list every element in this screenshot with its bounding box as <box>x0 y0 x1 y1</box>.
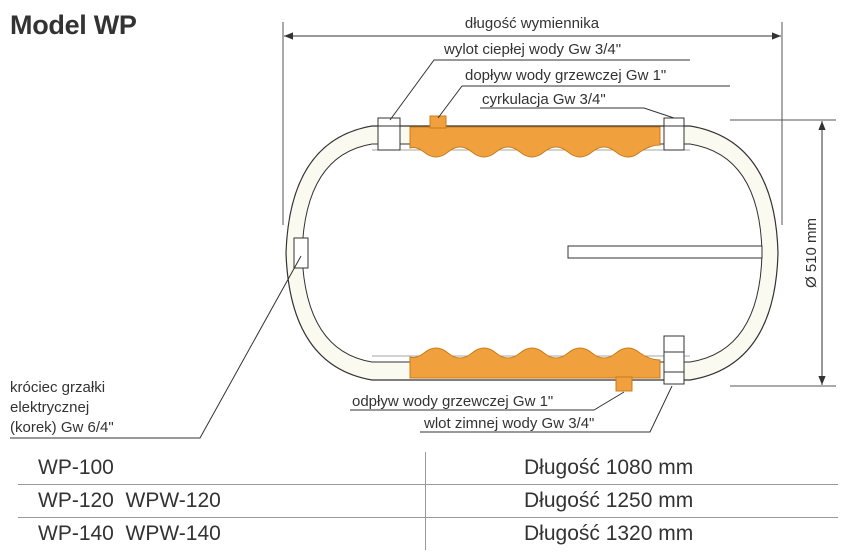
heater-label-line2: elektrycznej <box>10 399 89 416</box>
length-label: długość wymiennika <box>465 15 600 32</box>
heater-label-line1: króciec grzałki <box>10 379 105 396</box>
leader-lines <box>10 59 730 439</box>
upper-heating-coil <box>409 126 661 158</box>
hot-water-outlet-nozzle <box>377 117 401 151</box>
heating-outlet-label: odpływ wody grzewczej Gw 1" <box>352 393 553 410</box>
cold-water-inlet-nozzle <box>663 335 685 385</box>
model-title: Model WP <box>10 10 137 40</box>
heating-inlet-label: dopływ wody grzewczej Gw 1" <box>465 67 666 84</box>
heating-outlet-nozzle <box>615 376 633 392</box>
heating-inlet-nozzle <box>429 115 447 129</box>
tank-shell <box>285 125 779 381</box>
circulation-label: cyrkulacja Gw 3/4" <box>482 91 606 108</box>
table-row: WP-100 Długość 1080 mm <box>18 452 838 485</box>
length-cell: Długość 1250 mm <box>425 484 838 518</box>
diameter-dimension: Ø 510 mm <box>730 119 836 387</box>
inner-pipe <box>567 245 763 259</box>
length-cell: Długość 1080 mm <box>425 452 838 485</box>
heater-label-line3: (korek) Gw 6/4" <box>10 419 114 436</box>
hot-outlet-label: wylot ciepłej wody Gw 3/4" <box>443 41 621 58</box>
model-cell: WP-140 WPW-140 <box>18 517 426 550</box>
heater-plug-nozzle <box>293 237 309 269</box>
cold-inlet-label: wlot zimnej wody Gw 3/4" <box>423 415 594 432</box>
model-length-table: WP-100 Długość 1080 mm WP-120 WPW-120 Dł… <box>18 452 838 550</box>
lower-heating-coil <box>409 347 661 379</box>
circulation-nozzle <box>663 117 685 151</box>
length-cell: Długość 1320 mm <box>425 517 838 550</box>
diameter-label: Ø 510 mm <box>803 218 820 288</box>
model-cell: WP-120 WPW-120 <box>18 484 426 518</box>
table-row: WP-140 WPW-140 Długość 1320 mm <box>18 517 838 550</box>
model-cell: WP-100 <box>38 456 114 479</box>
length-dimension: długość wymiennika <box>282 15 783 225</box>
table-row: WP-120 WPW-120 Długość 1250 mm <box>18 484 838 518</box>
